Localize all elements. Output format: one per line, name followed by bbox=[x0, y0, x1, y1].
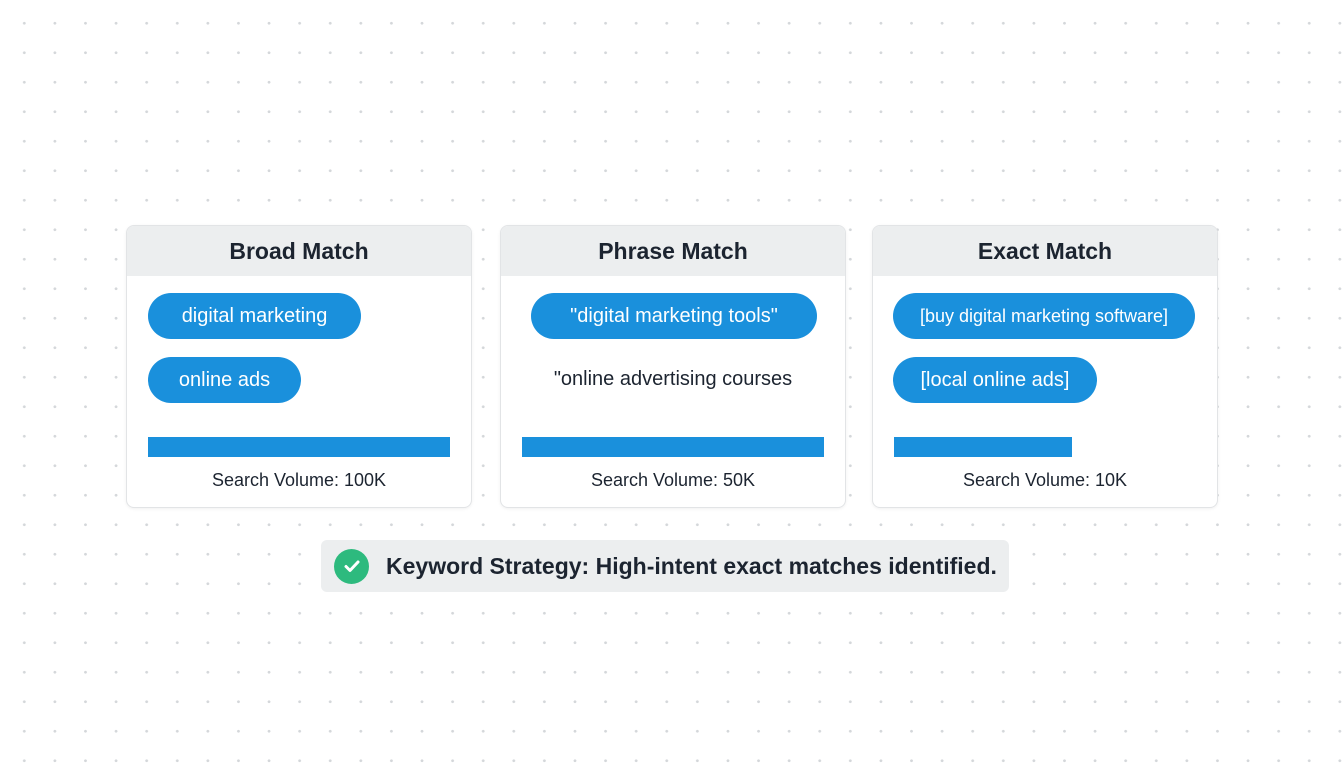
keyword-text: "online advertising courses bbox=[553, 368, 793, 390]
volume-bar-fill bbox=[148, 437, 450, 457]
volume-bar bbox=[148, 437, 450, 457]
card-title: Phrase Match bbox=[501, 226, 845, 276]
search-volume: Search Volume: 50K bbox=[590, 470, 756, 490]
volume-bar-fill bbox=[522, 437, 824, 457]
keyword-pill: [buy digital marketing software] bbox=[893, 293, 1195, 339]
volume-bar bbox=[522, 437, 824, 457]
strategy-status-banner: Keyword Strategy: High-intent exact matc… bbox=[321, 540, 1009, 592]
status-text: Keyword Strategy: High-intent exact matc… bbox=[386, 552, 997, 579]
broad-match-card: Broad Match digital marketing online ads… bbox=[126, 225, 472, 508]
exact-match-card: Exact Match [buy digital marketing softw… bbox=[872, 225, 1218, 508]
keyword-pill: online ads bbox=[148, 357, 301, 403]
keyword-pill: digital marketing bbox=[148, 293, 361, 339]
card-title: Exact Match bbox=[873, 226, 1217, 276]
search-volume: Search Volume: 10K bbox=[962, 470, 1128, 490]
card-title: Broad Match bbox=[127, 226, 471, 276]
volume-bar-fill bbox=[894, 437, 1073, 457]
keyword-pill: "digital marketing tools" bbox=[531, 293, 817, 339]
search-volume: Search Volume: 100K bbox=[211, 470, 387, 490]
check-circle-icon bbox=[334, 548, 369, 584]
phrase-match-card: Phrase Match "digital marketing tools" "… bbox=[500, 225, 846, 508]
volume-bar bbox=[894, 437, 1196, 457]
keyword-pill: [local online ads] bbox=[893, 357, 1097, 403]
